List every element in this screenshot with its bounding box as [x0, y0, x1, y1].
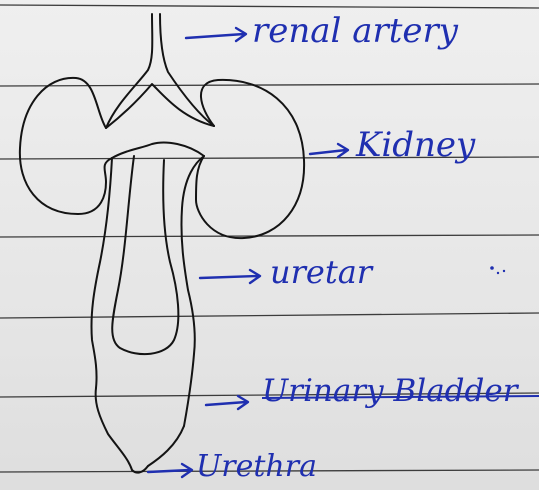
trunk-right: [181, 156, 204, 426]
ruled-line: [0, 84, 539, 86]
ureter-label: uretar: [270, 256, 372, 288]
right-kidney-outline: [196, 80, 304, 238]
ink-speck: [503, 270, 505, 272]
arrow-ureter: [200, 270, 260, 283]
bladder-left: [96, 388, 132, 470]
ruled-line: [0, 235, 539, 237]
ruled-line: [0, 5, 539, 8]
ink-speck: [490, 266, 494, 270]
urinary-bladder-label: Urinary Bladder: [262, 376, 518, 407]
ink-speck: [497, 272, 499, 274]
pelvis-inner: [112, 143, 204, 159]
left-kidney-outline: [20, 78, 112, 214]
arrow-urethra: [148, 464, 192, 477]
renal-artery-left-wall: [106, 14, 152, 128]
bladder-right: [148, 426, 184, 466]
trunk-left: [91, 158, 112, 388]
urethra-label: Urethra: [196, 452, 317, 482]
arrow-renal-artery: [186, 28, 246, 41]
pelvis-junction: [106, 84, 214, 128]
renal-artery-label: renal artery: [252, 14, 458, 48]
arrow-kidney: [310, 144, 348, 157]
kidney-label: Kidney: [356, 128, 475, 162]
arrow-bladder: [206, 396, 248, 409]
ruled-line: [0, 313, 539, 318]
renal-artery-right-wall: [160, 14, 214, 126]
ureter-loop: [112, 156, 178, 354]
